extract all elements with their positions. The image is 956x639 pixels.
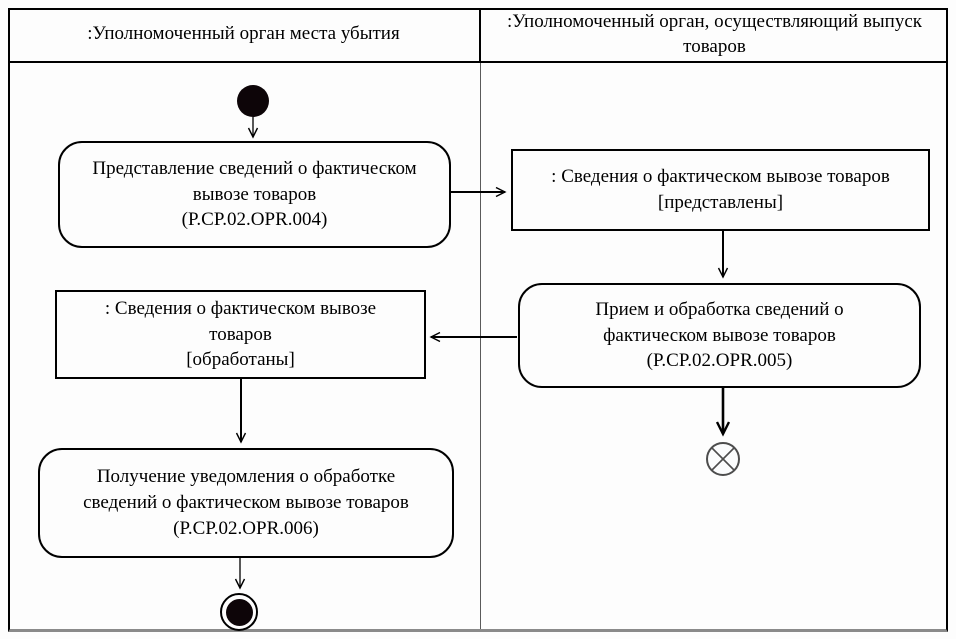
- activity-node-opr005: Прием и обработка сведений о фактическом…: [518, 283, 921, 388]
- flow-final-node: [706, 442, 740, 476]
- activity-final-node: [220, 593, 258, 631]
- lane-divider-body: [480, 63, 481, 629]
- lane-header-separator: [8, 61, 948, 63]
- lane-header-release-authority: :Уполномоченный орган, осуществляющий вы…: [506, 10, 923, 57]
- lane-header-departure-authority: :Уполномоченный орган места убытия: [87, 23, 400, 45]
- object-node-processed: : Сведения о фактическом вывозе товаров …: [55, 290, 426, 379]
- activity-final-node-core: [225, 598, 253, 626]
- initial-node: [237, 85, 269, 117]
- object-node-presented: : Сведения о фактическом вывозе товаров …: [511, 149, 930, 231]
- lane-divider: [479, 8, 481, 63]
- activity-node-opr006: Получение уведомления о обработке сведен…: [38, 448, 454, 558]
- diagram-frame: [8, 8, 948, 632]
- activity-node-opr004: Представление сведений о фактическом выв…: [58, 141, 451, 248]
